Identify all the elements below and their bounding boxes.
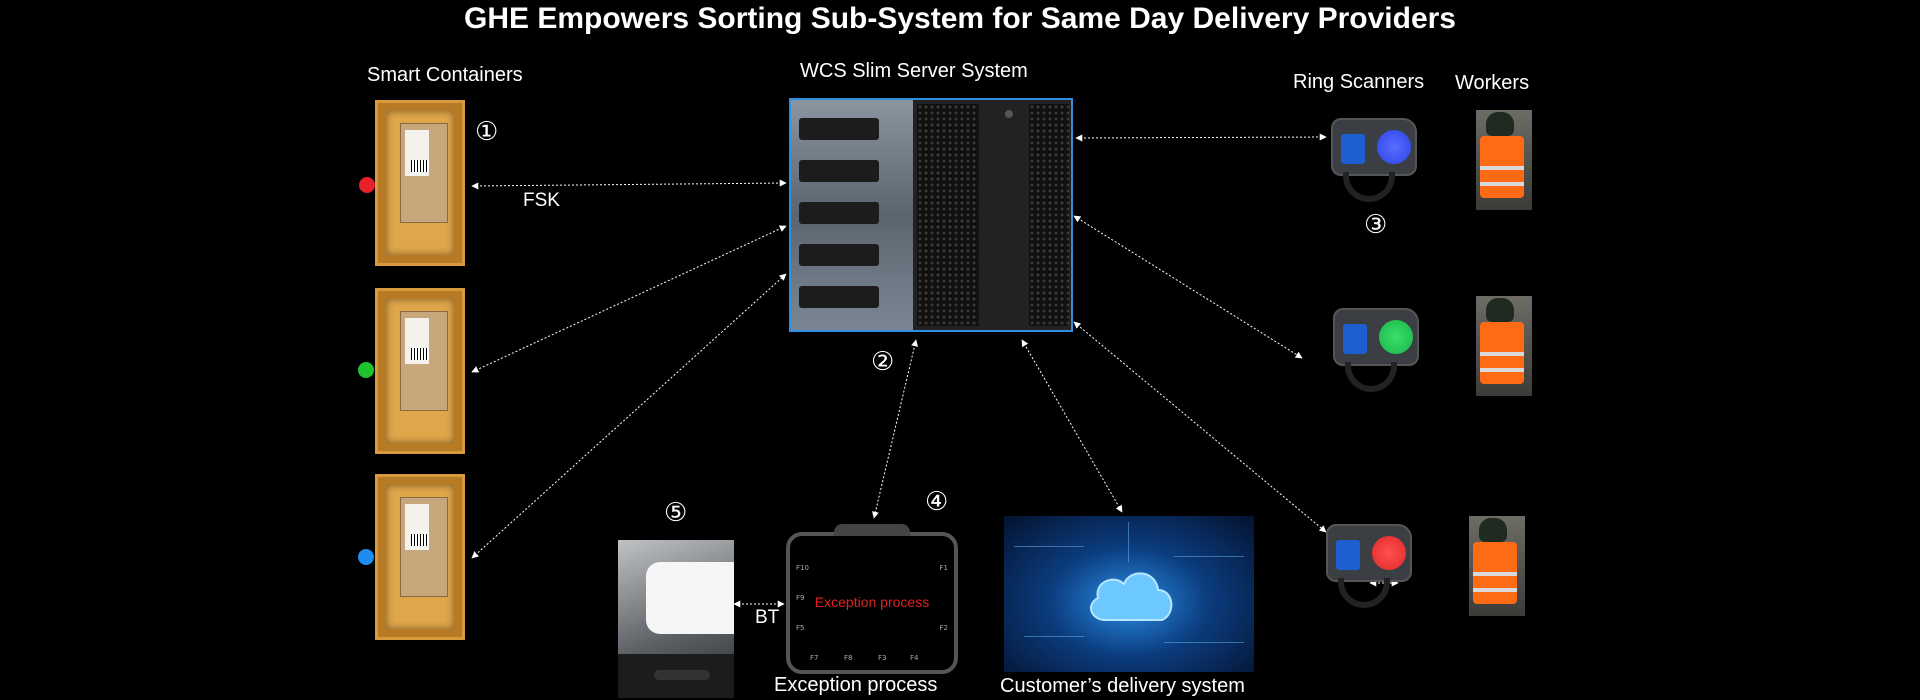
ring-scanners-label: Ring Scanners xyxy=(1293,71,1425,93)
marker-3: ③ xyxy=(1364,210,1388,240)
server-icon xyxy=(789,98,1073,332)
ring-scanner-icon xyxy=(1327,308,1419,396)
link-container1-server xyxy=(471,179,787,190)
ring-scanner-icon xyxy=(1325,118,1417,206)
marker-5: ⑤ xyxy=(664,498,688,528)
box-icon xyxy=(375,100,465,266)
led-green-icon xyxy=(358,362,374,378)
link-server-terminal xyxy=(872,339,918,519)
worker-icon xyxy=(1476,296,1532,396)
link-container3-server xyxy=(471,273,787,559)
link-container2-server xyxy=(471,225,787,373)
marker-1: ① xyxy=(475,117,499,147)
link-server-scanner3 xyxy=(1073,321,1327,533)
printer-icon xyxy=(618,540,734,698)
link-server-cloud xyxy=(1021,339,1123,513)
smart-containers-label: Smart Containers xyxy=(367,64,523,86)
led-blue-icon xyxy=(358,549,374,565)
workers-label: Workers xyxy=(1455,72,1530,94)
ring-scanner-icon xyxy=(1320,524,1412,612)
box-icon xyxy=(375,474,465,640)
worker-icon xyxy=(1476,110,1532,210)
cloud-icon xyxy=(1004,516,1254,672)
server-label: WCS Slim Server System xyxy=(800,60,1028,82)
terminal-screen-text: Exception process xyxy=(814,594,930,610)
exception-process-label: Exception process xyxy=(774,674,938,696)
led-red-icon xyxy=(359,177,375,193)
fsk-label: FSK xyxy=(523,190,560,211)
worker-icon xyxy=(1469,516,1525,616)
marker-4: ④ xyxy=(925,487,949,517)
link-server-scanner1 xyxy=(1075,133,1327,142)
bt-label: BT xyxy=(755,607,780,628)
page-title: GHE Empowers Sorting Sub-System for Same… xyxy=(464,2,1456,35)
handheld-terminal-icon: F10 F9 F5 F1 F2 F7 F8 F3 F4 Exception pr… xyxy=(786,524,958,674)
link-server-scanner2 xyxy=(1073,215,1303,359)
marker-2: ② xyxy=(871,347,895,377)
box-icon xyxy=(375,288,465,454)
customer-delivery-label: Customer’s delivery system xyxy=(1000,675,1245,697)
